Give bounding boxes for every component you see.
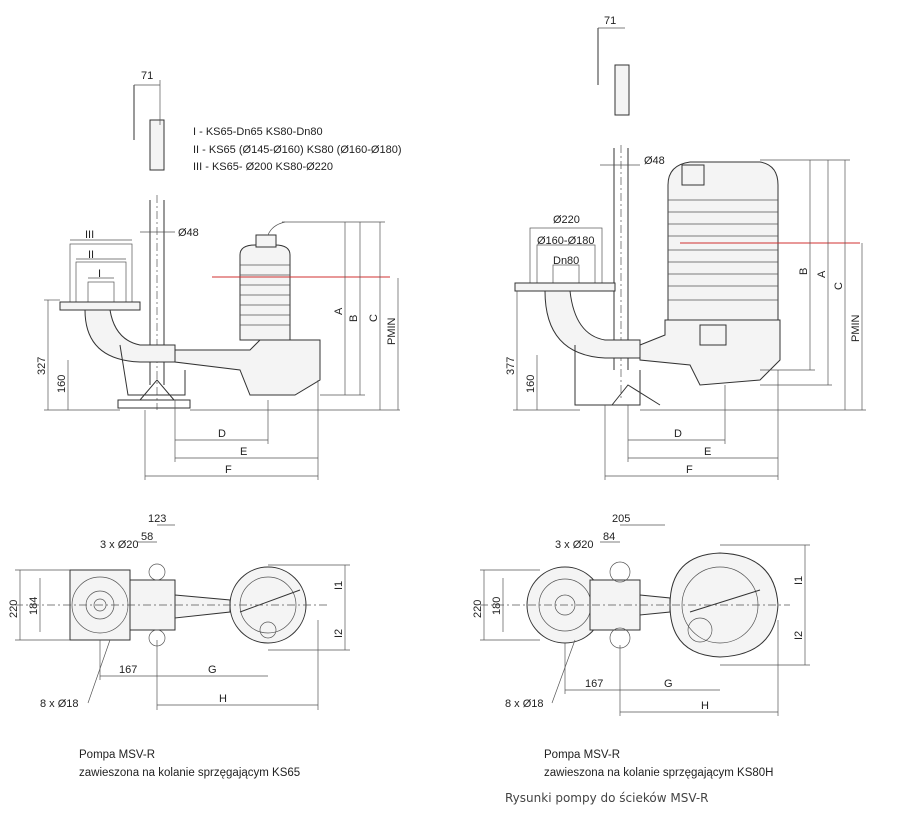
caption-left-line-1: Pompa MSV-R — [79, 749, 156, 761]
left-plan-view — [15, 524, 350, 710]
left-elevation — [44, 80, 400, 480]
page-title: Rysunki pompy do ścieków MSV-R — [505, 791, 709, 805]
pipe-diameter-left: Ø48 — [178, 227, 199, 239]
dim-l1-right: I1 — [793, 576, 805, 585]
dim-a-left: A — [333, 307, 345, 315]
caption-right-line-2: zawieszona na kolanie sprzęgającym KS80H — [544, 767, 774, 779]
legend-line-2: II - KS65 (Ø145-Ø160) KS80 (Ø160-Ø180) — [193, 144, 402, 156]
dim-h-right: H — [701, 700, 709, 712]
dim-184: 184 — [28, 597, 40, 615]
caption-left-line-2: zawieszona na kolanie sprzęgającym KS65 — [79, 767, 301, 779]
holes-label-right: 3 x Ø20 — [555, 539, 594, 551]
dim-377: 377 — [505, 357, 517, 375]
dim-l2-right: I2 — [793, 631, 805, 640]
dim-123: 123 — [148, 513, 166, 525]
caption-right-line-1: Pompa MSV-R — [544, 749, 621, 761]
dim-71-left: 71 — [141, 70, 153, 82]
flange-label-ii: II — [88, 249, 94, 261]
dim-c-left: C — [368, 314, 380, 322]
dim-f-right: F — [686, 464, 693, 476]
dim-f-left: F — [225, 464, 232, 476]
dim-58: 58 — [141, 531, 153, 543]
dim-327: 327 — [36, 357, 48, 375]
bolts-label-left: 8 x Ø18 — [40, 698, 79, 710]
dim-205: 205 — [612, 513, 630, 525]
right-elevation — [513, 27, 866, 480]
dim-71-right: 71 — [604, 15, 616, 27]
dim-220-right: 220 — [472, 600, 484, 618]
dim-a-right: A — [816, 270, 828, 278]
bolts-label-right: 8 x Ø18 — [505, 698, 544, 710]
flange-label-iii: III — [85, 229, 94, 241]
dim-c-right: C — [833, 282, 845, 290]
dim-84: 84 — [603, 531, 615, 543]
dim-pmin-left: PMIN — [386, 317, 398, 345]
dim-160-left: 160 — [56, 375, 68, 393]
dim-b-right: B — [798, 268, 810, 275]
dim-l1-left: I1 — [333, 581, 345, 590]
flange-label-i: I — [98, 268, 101, 280]
dim-220-left: 220 — [8, 600, 20, 618]
legend-line-3: III - KS65- Ø200 KS80-Ø220 — [193, 161, 333, 173]
dim-g-left: G — [208, 664, 217, 676]
flange-label-220: Ø220 — [553, 214, 580, 226]
dim-h-left: H — [219, 693, 227, 705]
dim-167-left: 167 — [119, 664, 137, 676]
dim-g-right: G — [664, 678, 673, 690]
dim-pmin-right: PMIN — [850, 314, 862, 342]
dim-167-right: 167 — [585, 678, 603, 690]
dim-l2-left: I2 — [333, 629, 345, 638]
dim-160-right: 160 — [525, 375, 537, 393]
dim-e-right: E — [704, 446, 711, 458]
legend-line-1: I - KS65-Dn65 KS80-Dn80 — [193, 126, 323, 138]
holes-label-left: 3 x Ø20 — [100, 539, 139, 551]
pipe-diameter-right: Ø48 — [644, 155, 665, 167]
dim-180: 180 — [491, 597, 503, 615]
right-plan-view — [480, 524, 810, 716]
dim-d-left: D — [218, 428, 226, 440]
flange-label-160-180: Ø160-Ø180 — [537, 235, 594, 247]
dim-d-right: D — [674, 428, 682, 440]
flange-label-dn80: Dn80 — [553, 255, 579, 267]
dim-e-left: E — [240, 446, 247, 458]
dim-b-left: B — [348, 315, 360, 322]
